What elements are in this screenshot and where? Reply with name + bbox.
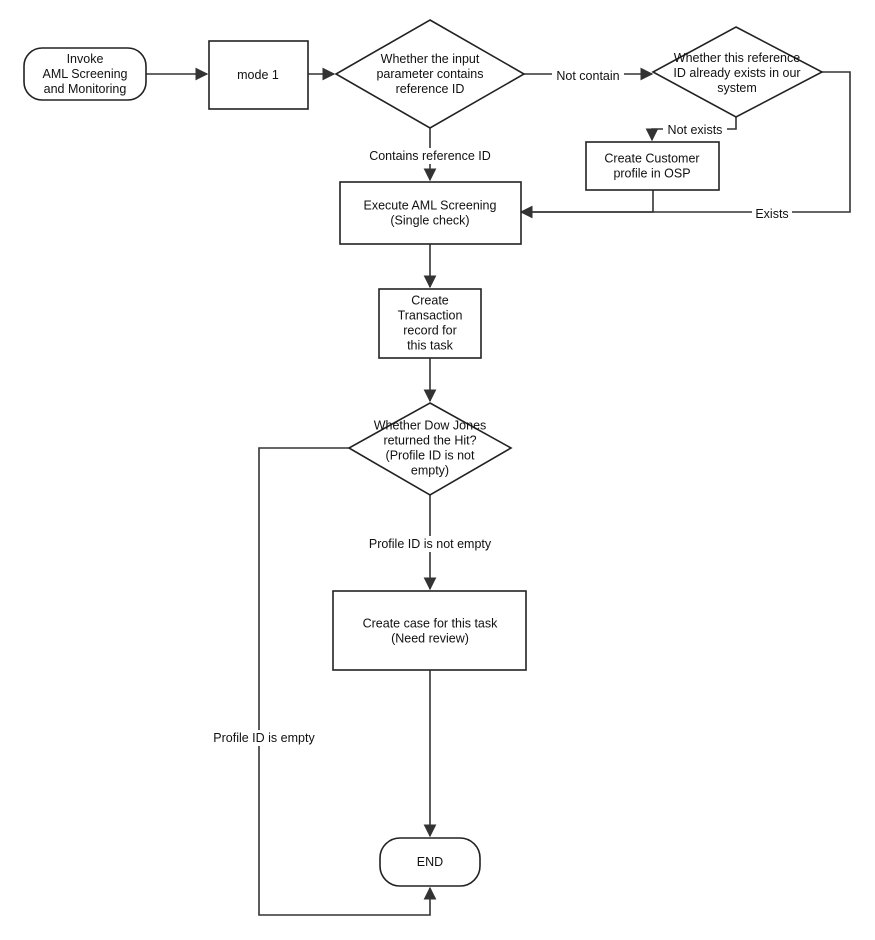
- edge-profile-to-execute: [521, 190, 654, 213]
- node-create-case: Create case for this task(Need review): [332, 590, 527, 671]
- edge-label-not-contain-text: Not contain: [556, 69, 619, 83]
- edge-label-contains-ref-text: Contains reference ID: [369, 149, 491, 163]
- node-end: END: [379, 837, 481, 887]
- edge-label-not-contain: Not contain: [552, 67, 624, 83]
- edge-label-not-exists-text: Not exists: [668, 123, 723, 137]
- edge-label-profile-not-empty: Profile ID is not empty: [360, 536, 500, 552]
- edge-profile-empty: [258, 447, 437, 916]
- edge-label-profile-empty: Profile ID is empty: [200, 730, 328, 746]
- edge-label-contains-ref: Contains reference ID: [362, 148, 500, 164]
- node-create-case-label: Create case for this task(Need review): [363, 617, 499, 646]
- node-execute-screening: Execute AML Screening(Single check): [339, 181, 522, 245]
- node-execute-screening-label: Execute AML Screening(Single check): [364, 199, 497, 228]
- edge-label-exists-text: Exists: [755, 207, 788, 221]
- node-mode1: mode 1: [208, 40, 309, 110]
- edge-label-profile-not-empty-text: Profile ID is not empty: [369, 537, 492, 551]
- node-end-label: END: [417, 855, 443, 869]
- node-mode1-label: mode 1: [237, 68, 279, 82]
- edge-exists: [519, 71, 851, 219]
- edge-label-profile-empty-text: Profile ID is empty: [213, 731, 315, 745]
- edge-label-exists: Exists: [752, 206, 792, 222]
- edge-label-not-exists: Not exists: [663, 122, 727, 138]
